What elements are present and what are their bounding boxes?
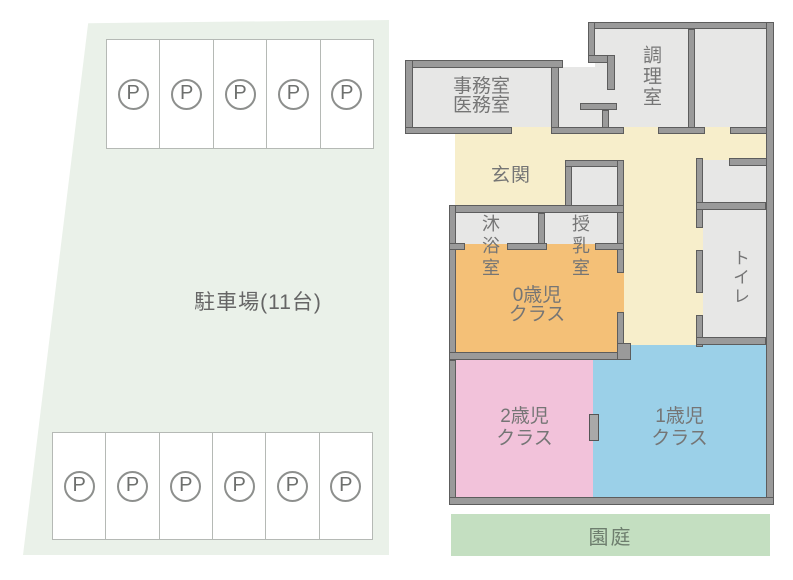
parking-p-icon: P [170,470,202,502]
wall-segment [588,22,774,29]
wall-segment [449,352,631,360]
wall-segment [766,22,774,505]
wall-segment [696,337,766,345]
parking-p-icon: P [331,78,363,110]
parking-p-icon: P [116,470,148,502]
parking-label: 駐車場(11台) [194,291,322,314]
corridor-fill [624,126,696,345]
storage-room-fill [695,29,766,127]
office-room-label-line1: 事務室 [452,76,510,97]
class2-room-label: 2歳児 クラス [456,406,593,450]
parking-p-icon: P [276,470,308,502]
parking-stall: P [213,433,267,539]
parking-stall: P [321,40,373,148]
parking-p-icon: P [224,78,256,110]
wall-segment [595,243,624,250]
wall-segment [696,158,703,228]
wall-segment [405,127,512,134]
parking-stall: P [266,433,320,539]
class2-room-label-line1: 2歳児 [500,406,549,427]
office-room-fill [412,67,551,127]
class1-room-label-line2: クラス [651,428,708,449]
parking-stall: P [214,40,268,148]
wall-segment [617,160,624,273]
parking-stall: P [267,40,321,148]
wall-segment [449,205,456,360]
class0-room-label-line2: クラス [508,304,566,325]
wall-segment [405,60,563,68]
wall-segment [688,29,695,134]
bathing-room-fill [456,213,538,244]
wall-segment [607,55,615,90]
parking-stall: P [107,40,161,148]
yard-label: 園庭 [588,527,633,549]
class2-room-label-line2: クラス [496,428,553,449]
nursing-room-label: 授乳室 [570,214,590,280]
parking-stall: P [106,433,160,539]
class1-room-fill [593,360,766,498]
wall-segment [658,127,705,134]
toilet-room-label: トイレ [730,249,749,306]
yard-fill [451,514,770,556]
office-room-label-line2: 医務室 [452,95,510,116]
wall-segment [551,127,624,134]
class1-room-label: 1歳児 クラス [593,406,766,450]
parking-stall: P [160,40,214,148]
parking-stall: P [320,433,372,539]
wall-segment [449,243,465,250]
office-room-label: 事務室 医務室 [412,77,551,115]
entrance-label: 玄関 [490,165,531,186]
wall-segment [507,243,547,250]
class0-room-label-line1: 0歳児 [512,285,562,306]
wall-segment [580,103,617,110]
wall-segment [565,160,622,167]
nursing-room-fill [545,213,617,244]
kitchen-room-label: 調理室 [640,45,661,108]
washroom-fill [703,160,766,203]
parking-p-icon: P [223,470,255,502]
door-marker [589,414,599,441]
wall-segment [696,202,766,210]
class0-room-label: 0歳児 クラス [456,286,618,324]
wall-segment [617,343,631,360]
class1-room-label-line1: 1歳児 [655,406,704,427]
parking-p-icon: P [171,78,203,110]
bathing-room-label: 沐浴室 [480,214,500,280]
wall-segment [696,250,703,293]
parking-stall: P [53,433,107,539]
wall-segment [449,360,456,505]
wall-segment [729,158,767,166]
hall-alcove-fill [572,160,618,210]
class1-room-notch-fill [631,345,766,361]
parking-p-icon: P [330,470,362,502]
wall-segment [449,497,774,505]
class2-room-fill [456,360,593,498]
parking-p-icon: P [277,78,309,110]
parking-p-icon: P [63,470,95,502]
parking-row-bottom: P P P P P P [52,432,373,540]
parking-row-top: P P P P P [106,39,374,149]
wall-segment [696,315,703,347]
wall-segment [551,67,559,134]
wall-segment [449,205,624,213]
parking-p-icon: P [117,78,149,110]
toilet-room-fill [703,210,766,338]
parking-stall: P [160,433,213,539]
